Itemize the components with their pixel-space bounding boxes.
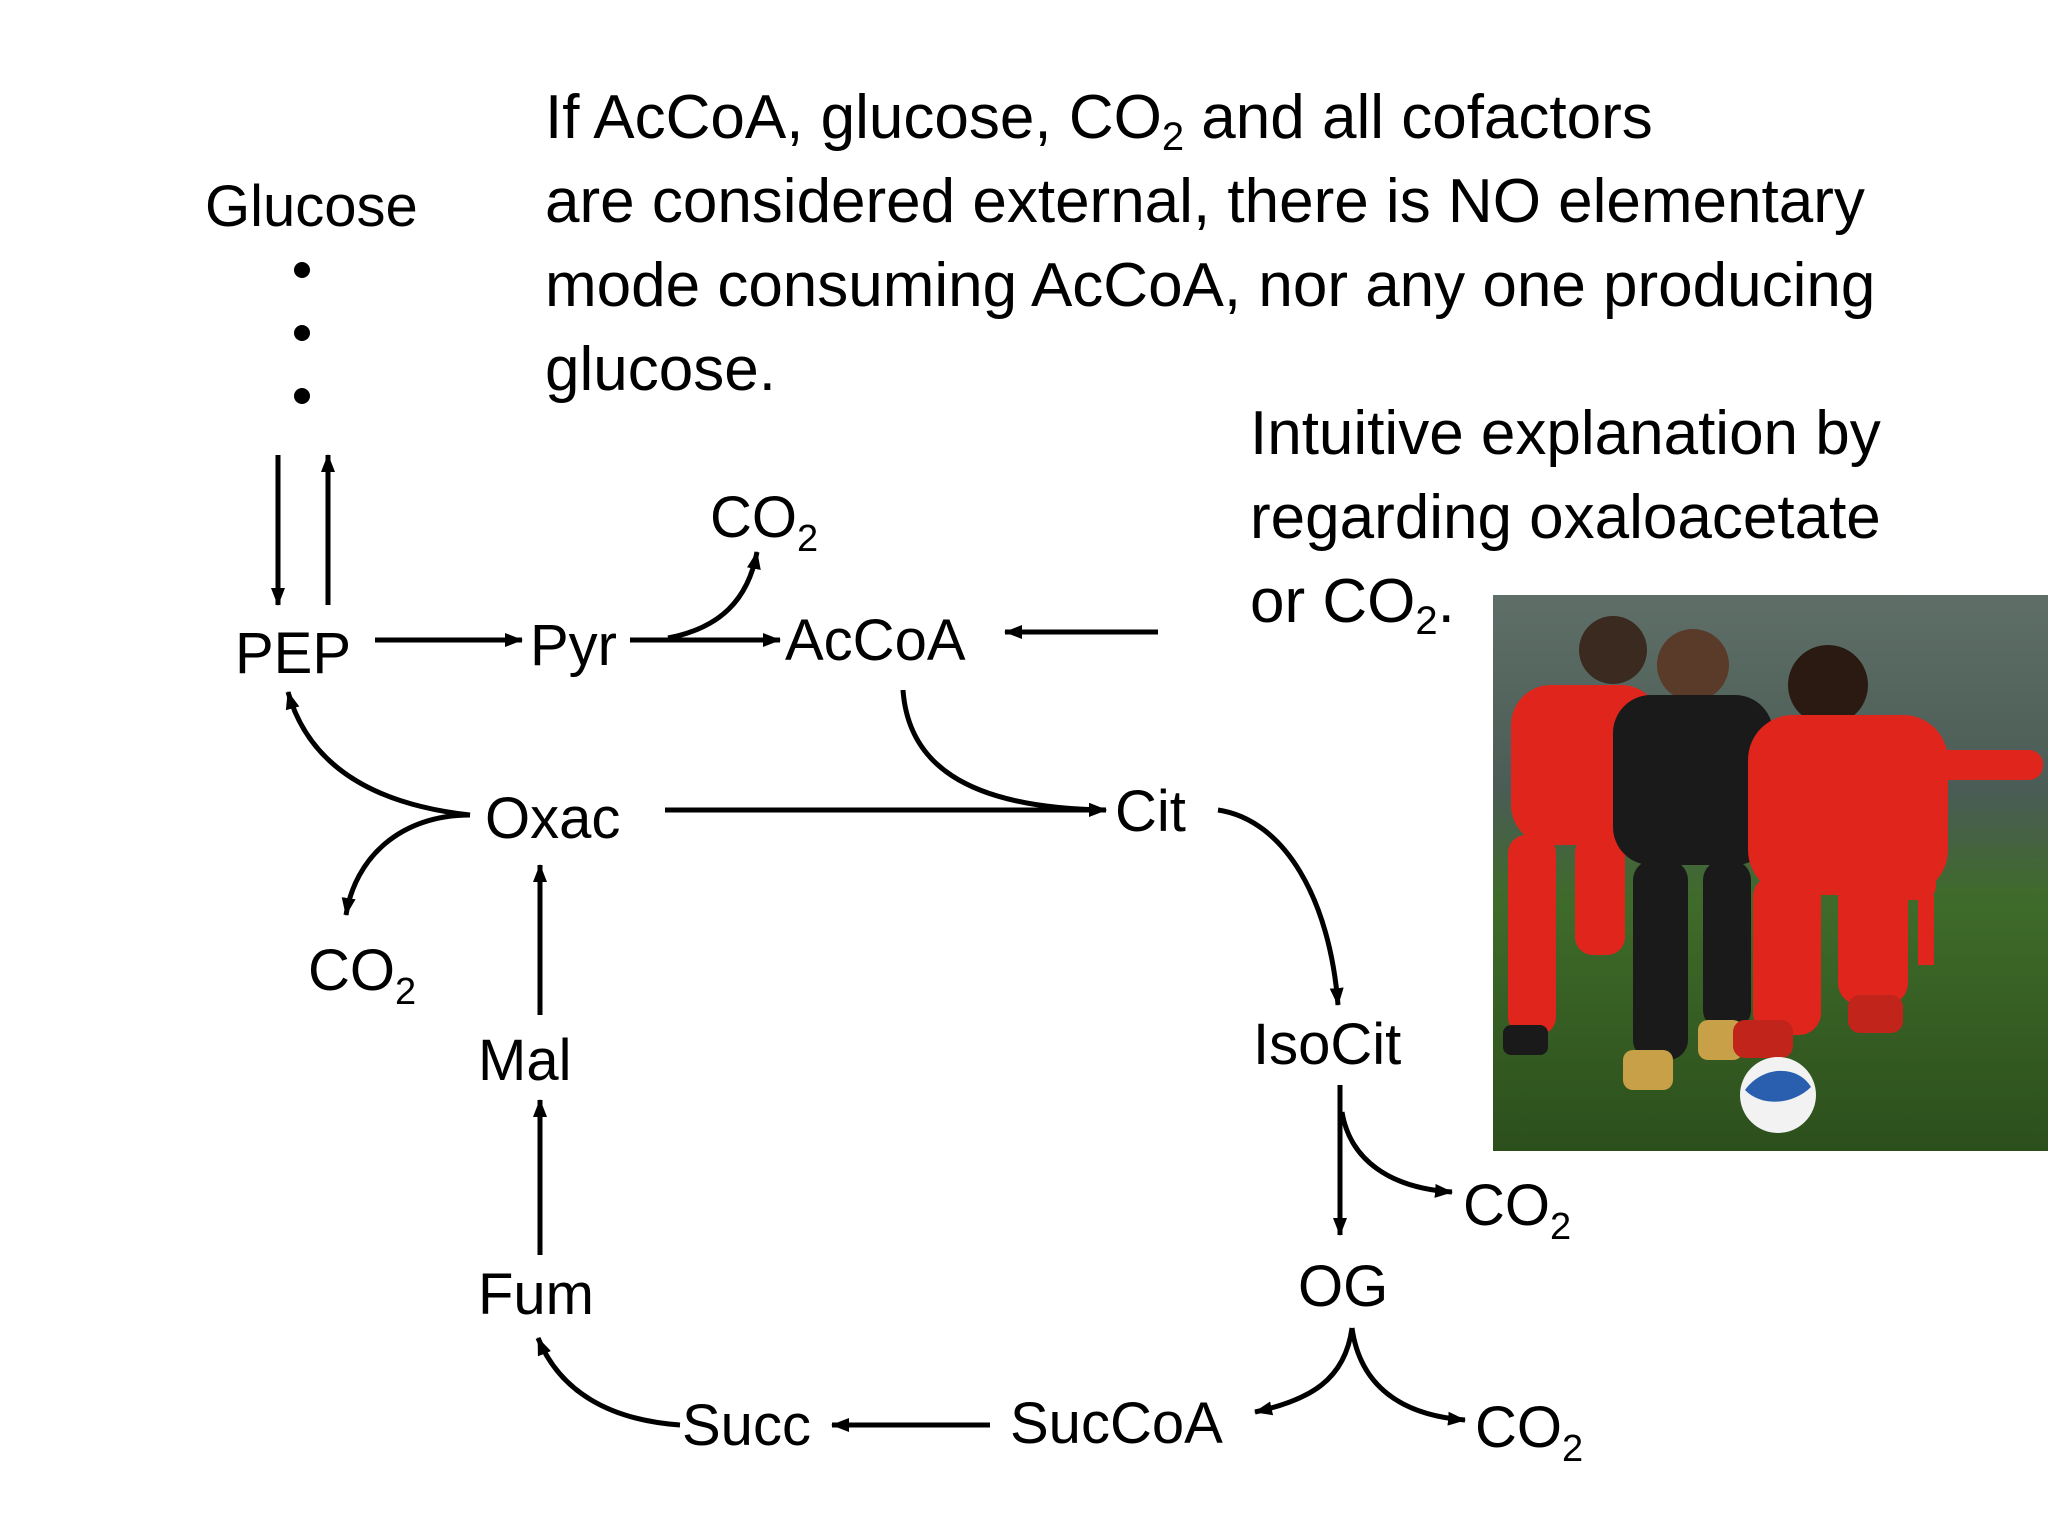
node-mal: Mal <box>478 1028 571 1093</box>
note-main-line1: If AcCoA, glucose, CO2 and all cofactors <box>545 83 1653 159</box>
note-intuitive-line1: Intuitive explanation by <box>1250 399 1881 468</box>
elementary-mode-note: If AcCoA, glucose, CO2 and all cofactors… <box>545 76 2045 412</box>
svg-text:CO2: CO2 <box>710 485 818 560</box>
node-accoa: AcCoA <box>785 608 966 673</box>
ellipsis-dot-1 <box>294 262 310 278</box>
note-main-line4: glucose. <box>545 335 776 404</box>
arrow-og-to-co2 <box>1349 1327 1466 1426</box>
node-isocit: IsoCit <box>1253 1012 1401 1077</box>
node-succoa: SucCoA <box>1010 1391 1223 1456</box>
arrow-oxac-to-co2 <box>341 812 471 916</box>
note-main-line2: are considered external, there is NO ele… <box>545 167 1865 236</box>
note-intuitive-line2: regarding oxaloacetate <box>1250 483 1881 552</box>
svg-text:CO2: CO2 <box>1463 1173 1571 1248</box>
node-fum: Fum <box>478 1262 594 1327</box>
arrow-isocit-to-co2 <box>1339 1111 1453 1198</box>
node-og: OG <box>1298 1254 1388 1319</box>
photo-red-player-right <box>1733 645 2043 1058</box>
intuitive-explanation-note: Intuitive explanation by regarding oxalo… <box>1250 392 2030 644</box>
arrow-oxac-to-pep <box>285 691 471 818</box>
soccer-players-photo <box>1493 595 2048 1151</box>
node-glucose: Glucose <box>205 174 418 239</box>
co2-label-top: CO2 <box>710 485 818 560</box>
note-main-line3: mode consuming AcCoA, nor any one produc… <box>545 251 1876 320</box>
node-oxac: Oxac <box>485 786 620 851</box>
arrow-og-to-succoa <box>1254 1327 1355 1416</box>
ellipsis-dot-2 <box>294 325 310 341</box>
co2-label-og: CO2 <box>1475 1395 1583 1470</box>
arrow-cit-to-isocit <box>1217 807 1344 1006</box>
arrow-accoa-to-cit <box>900 689 1107 817</box>
note-intuitive-line3: or CO2. <box>1250 567 1455 643</box>
arrow-succ-to-fum <box>535 1337 681 1428</box>
svg-text:CO2: CO2 <box>1475 1395 1583 1470</box>
node-pyr: Pyr <box>530 613 617 678</box>
svg-text:CO2: CO2 <box>308 938 416 1013</box>
photo-ball <box>1740 1057 1816 1133</box>
co2-label-left: CO2 <box>308 938 416 1013</box>
node-pep: PEP <box>235 621 351 686</box>
node-succ: Succ <box>682 1393 811 1458</box>
node-cit: Cit <box>1115 779 1186 844</box>
ellipsis-dot-3 <box>294 388 310 404</box>
arrow-pyr-to-co2 <box>667 551 761 641</box>
co2-label-isocit: CO2 <box>1463 1173 1571 1248</box>
